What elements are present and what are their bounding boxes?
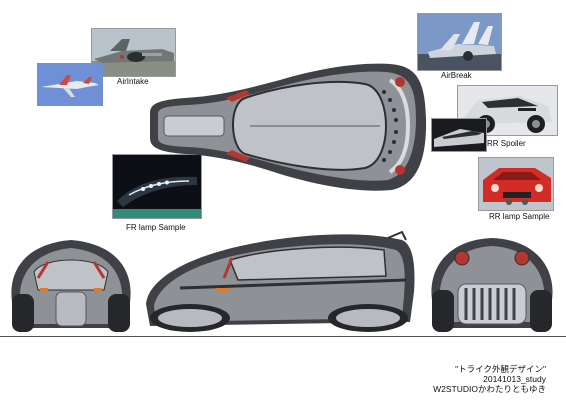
air-intake-caption: AirIntake bbox=[117, 77, 149, 86]
ground-line bbox=[0, 336, 566, 337]
air-break-caption: AirBreak bbox=[441, 71, 472, 80]
rr-spoiler-caption: RR Spoiler bbox=[487, 139, 526, 148]
fr-lamp-sample-photo bbox=[112, 154, 202, 219]
top-view-drawing bbox=[140, 58, 430, 198]
rear-view-drawing bbox=[424, 230, 560, 336]
credit-date: 20141013_study bbox=[483, 374, 546, 384]
side-view-drawing bbox=[140, 222, 420, 338]
air-intake-photo-jet-closeup bbox=[91, 28, 176, 77]
credit-author: W2STUDIOかわたりともゆき bbox=[433, 384, 546, 394]
credit-title: "トライク外観デザイン" bbox=[455, 364, 546, 374]
rr-spoiler-photo-car bbox=[457, 85, 558, 136]
air-break-photo bbox=[417, 13, 502, 71]
front-view-drawing bbox=[4, 232, 138, 336]
air-intake-photo-jet-flight bbox=[37, 63, 103, 106]
fr-lamp-sample-caption: FR lamp Sample bbox=[126, 223, 186, 232]
rr-spoiler-photo-detail bbox=[431, 118, 487, 152]
rr-lamp-sample-caption: RR lamp Sample bbox=[489, 212, 550, 221]
rr-lamp-sample-photo bbox=[478, 157, 554, 211]
